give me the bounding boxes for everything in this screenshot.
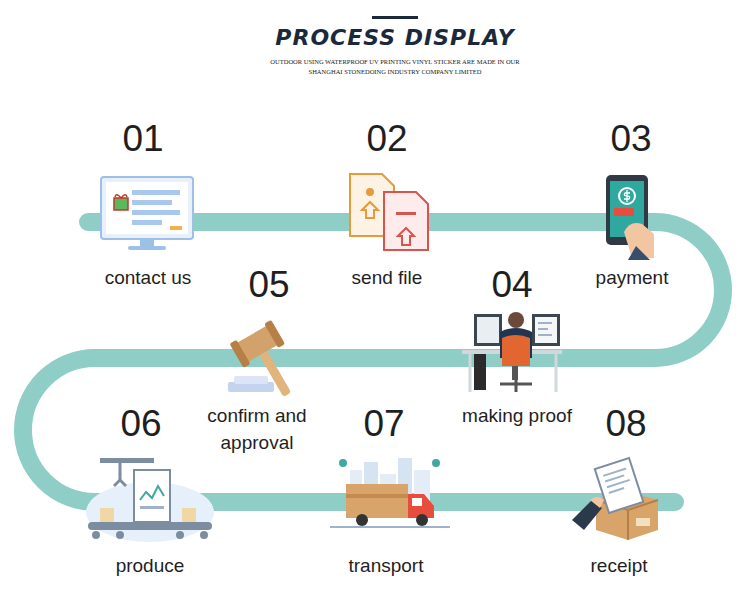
step-label: payment bbox=[572, 264, 692, 291]
step-number: 08 bbox=[586, 405, 666, 442]
step-label: receipt bbox=[559, 552, 679, 579]
step-number: 03 bbox=[591, 120, 671, 157]
title: PROCESS DISPLAY bbox=[275, 25, 514, 50]
receipt-icon bbox=[572, 458, 658, 540]
phone-icon bbox=[606, 175, 654, 260]
gavel-icon bbox=[228, 320, 308, 407]
step-number: 05 bbox=[229, 266, 309, 303]
step-label: contact us bbox=[78, 264, 218, 291]
step-number: 01 bbox=[103, 120, 183, 157]
designer-icon bbox=[462, 312, 562, 392]
step-number: 06 bbox=[101, 405, 181, 442]
process-track bbox=[23, 222, 723, 502]
file-icon bbox=[350, 174, 428, 250]
step-label: transport bbox=[326, 552, 446, 579]
step-label: confirm and approval bbox=[195, 402, 320, 456]
machine-icon bbox=[86, 458, 214, 542]
step-label: making proof bbox=[447, 402, 587, 429]
monitor-icon bbox=[101, 177, 193, 250]
title-bar bbox=[372, 16, 418, 19]
step-number: 07 bbox=[344, 405, 424, 442]
step-number: 02 bbox=[347, 120, 427, 157]
caption: OUTDOOR USING WATERPROOF UV PRINTING VIN… bbox=[270, 57, 520, 77]
step-label: produce bbox=[90, 552, 210, 579]
step-number: 04 bbox=[472, 266, 552, 303]
truck-icon bbox=[330, 458, 450, 528]
step-label: send file bbox=[317, 264, 457, 291]
